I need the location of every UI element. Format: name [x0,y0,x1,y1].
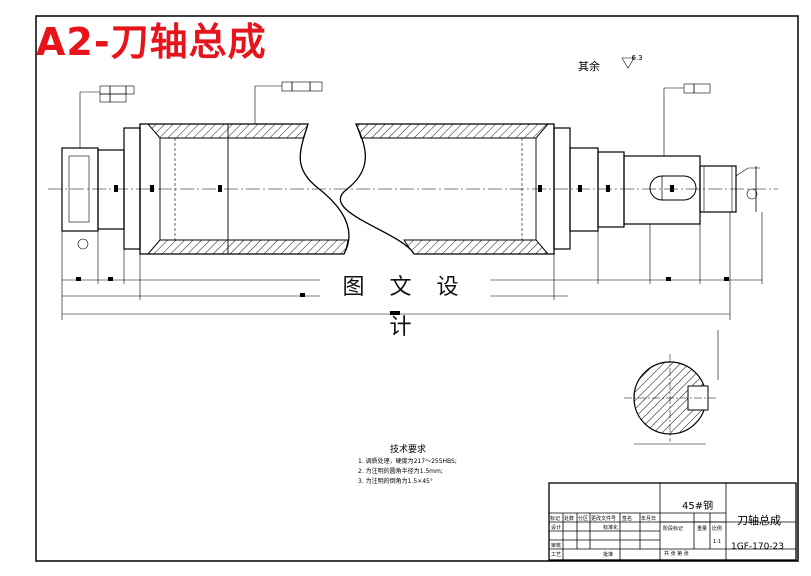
title-block-header-label: 处数 [564,516,575,522]
title-block-row-label: 设计 [551,525,562,531]
technical-notes: 技术要求 1. 调质处理，硬度为217～255HBS; 2. 为注明的圆角半径为… [358,442,558,487]
drawing-title-badge: A2-刀轴总成 [36,20,267,64]
title-block-material: 45#钢 [682,501,714,512]
title-block [548,482,797,561]
shaft-main-view [48,123,778,255]
title-block-stage-label: 比例 [712,526,723,532]
watermark-text: 图 文 设 计 [320,268,490,340]
technical-note-item: 1. 调质处理，硬度为217～255HBS; [358,458,457,465]
drawing-border [35,15,799,562]
title-block-drawing-number: 1GF-170-23 [731,542,785,552]
title-block-header-label: 签名 [622,516,633,522]
title-block-stage-label: 重量 [697,526,708,532]
technical-note-item: 3. 为注明的倒角为1.5×45° [358,478,433,485]
title-block-header-label: 年月日 [641,516,657,522]
tolerance-callouts [77,57,760,250]
title-block-header-label: 更改文件号 [591,516,617,522]
title-block-row-label: 批准 [603,552,614,558]
technical-note-item: 2. 为注明的圆角半径为1.5mm; [358,468,443,475]
surface-finish-label: 其余 [578,60,600,73]
surface-finish-value: 6.3 [631,54,643,62]
title-block-scale: 1:1 [713,539,722,545]
title-block-stage-label: 阶段标记 [663,526,684,532]
technical-notes-title: 技术要求 [389,445,426,455]
title-block-row-label: 审核 [551,543,562,549]
title-block-row-label: 标准化 [603,525,619,531]
surface-finish-note: 其余 6.3 [578,54,643,74]
title-block-header-label: 分区 [578,516,589,522]
title-block-sheet-info: 共 张 第 张 [664,551,689,557]
section-view [624,330,719,445]
title-block-drawing-name: 刀轴总成 [737,514,781,527]
title-block-header-label: 标记 [550,516,561,522]
title-block-row-label: 工艺 [551,552,562,558]
